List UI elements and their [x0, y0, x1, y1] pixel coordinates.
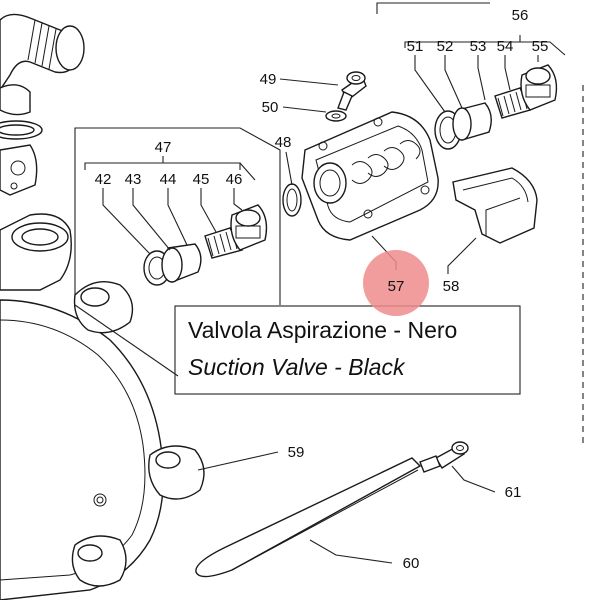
- callout-51: 51: [407, 38, 424, 55]
- callout-57: 57: [388, 278, 405, 295]
- valve-parts-right-drawing: [434, 64, 558, 150]
- rod-60-drawing: [195, 457, 422, 578]
- caption-english: Suction Valve - Black: [188, 354, 406, 380]
- caption-italian: Valvola Aspirazione - Nero: [188, 317, 457, 343]
- caption-box: Valvola Aspirazione - Nero Suction Valve…: [188, 317, 457, 380]
- manifold-body-drawing: [0, 213, 205, 601]
- callout-46: 46: [226, 171, 243, 188]
- callout-43: 43: [125, 171, 142, 188]
- callout-42: 42: [95, 171, 112, 188]
- callout-49: 49: [260, 71, 277, 88]
- valve-parts-left-drawing: [143, 204, 268, 286]
- callout-44: 44: [160, 171, 177, 188]
- cover-58-drawing: [452, 167, 538, 244]
- group-frame-lines: [74, 2, 584, 445]
- valve-housing-57-drawing: [301, 111, 439, 241]
- washer-50-drawing: [325, 110, 347, 122]
- callout-47: 47: [155, 139, 172, 156]
- bolt-49-drawing: [337, 71, 367, 111]
- callout-60: 60: [403, 555, 420, 572]
- callout-48: 48: [275, 134, 292, 151]
- part-57-highlight: [363, 250, 429, 316]
- leader-lines: [74, 35, 566, 564]
- callout-52: 52: [437, 38, 454, 55]
- callout-50: 50: [262, 99, 279, 116]
- callout-45: 45: [193, 171, 210, 188]
- pipe-fitting-drawing: [0, 13, 85, 196]
- callout-59: 59: [288, 444, 305, 461]
- callout-61: 61: [505, 484, 522, 501]
- callout-numbers: 56 51 52 53 54 55 49 50 48 47 42 43 44 4…: [95, 7, 549, 572]
- o-ring-48-drawing: [282, 183, 302, 217]
- callout-58: 58: [443, 278, 460, 295]
- callout-56: 56: [512, 7, 529, 24]
- callout-53: 53: [470, 38, 487, 55]
- bolt-61-drawing: [419, 441, 469, 473]
- callout-54: 54: [497, 38, 514, 55]
- callout-55: 55: [532, 38, 549, 55]
